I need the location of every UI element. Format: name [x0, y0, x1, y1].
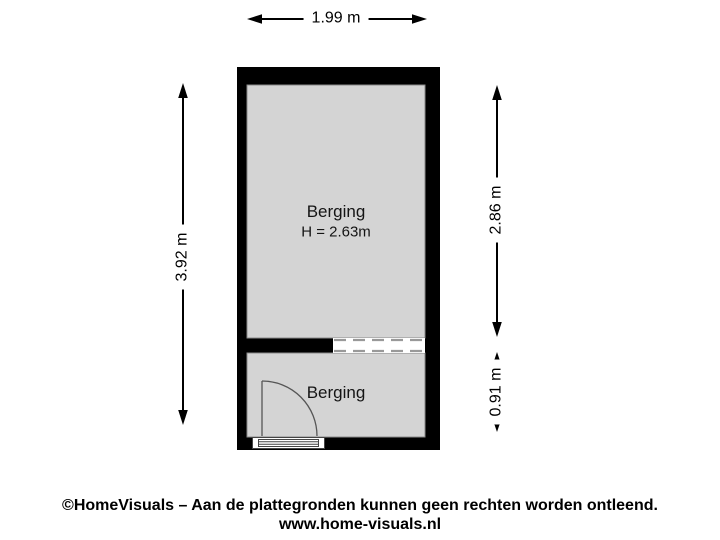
- door-threshold: [252, 437, 325, 449]
- door-swing: [261, 380, 318, 437]
- dimension-label-height-right-main: 2.86 m: [486, 177, 508, 243]
- arrow-head-right: [412, 14, 427, 24]
- main-room-name: Berging: [306, 202, 366, 221]
- lower-room-name: Berging: [306, 383, 366, 402]
- opening-band: [333, 338, 425, 353]
- copyright-text: ©HomeVisuals – Aan de plattegronden kunn…: [62, 497, 658, 514]
- dimension-label-height-right-lower: 0.91 m: [486, 359, 508, 425]
- main-room-ceiling-height: H = 2.63m: [301, 223, 371, 241]
- dimension-label-height-left: 3.92 m: [172, 224, 194, 290]
- dimension-label-width: 1.99 m: [303, 8, 369, 30]
- arrow-head-down: [178, 410, 188, 425]
- arrow-head-left: [247, 14, 262, 24]
- main-room-floor: [246, 84, 426, 339]
- arrow-head-up: [178, 83, 188, 98]
- dividing-wall-opening: [333, 338, 425, 353]
- door-arc: [261, 380, 318, 437]
- arrow-head-down: [492, 322, 502, 337]
- threshold-inner: [258, 439, 319, 447]
- arrow-head-up: [492, 85, 502, 100]
- website-text: www.home-visuals.nl: [278, 516, 442, 533]
